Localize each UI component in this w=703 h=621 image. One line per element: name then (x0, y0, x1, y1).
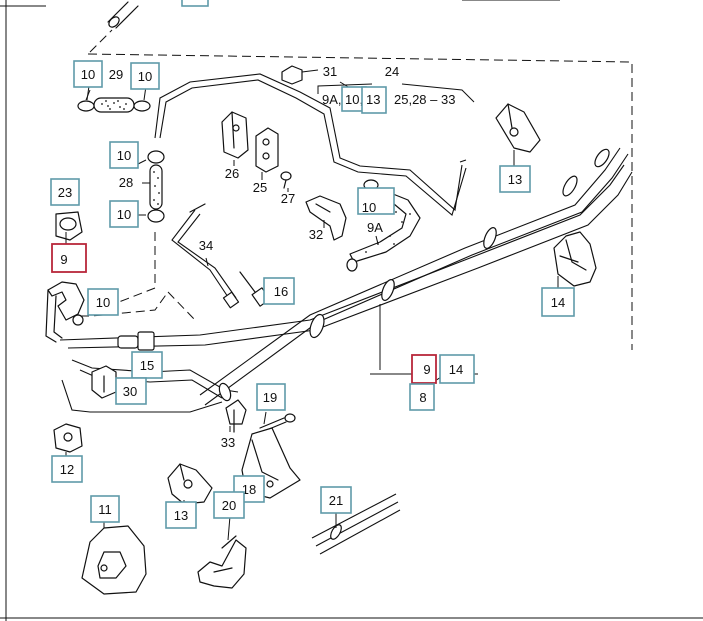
callout-10a: 10 (73, 60, 103, 88)
callout-18: 18 (233, 475, 265, 503)
svg-text:10: 10 (138, 69, 152, 84)
svg-text:9: 9 (423, 362, 430, 377)
label-25: 25 (253, 180, 267, 195)
svg-text:20: 20 (222, 498, 236, 513)
svg-text:14: 14 (551, 295, 565, 310)
svg-text:19: 19 (263, 390, 277, 405)
svg-text:13: 13 (366, 92, 380, 107)
pipe-bundle (59, 147, 633, 413)
label-27: 27 (281, 191, 295, 206)
callout-23: 23 (50, 178, 80, 206)
callout-9-highlight-2: 9 (411, 354, 437, 384)
svg-text:23: 23 (58, 185, 72, 200)
svg-text:10: 10 (81, 67, 95, 82)
label-32: 32 (309, 227, 323, 242)
label-31: 31 (323, 64, 337, 79)
callout-12: 12 (51, 455, 83, 483)
ref-9a: 9A, (322, 92, 342, 107)
top-hose-fragment (107, 1, 139, 29)
label-33: 33 (221, 435, 235, 450)
part-13-upper-clip (495, 103, 541, 153)
svg-text:10: 10 (362, 200, 376, 215)
svg-text:18: 18 (242, 482, 256, 497)
callout-21: 21 (320, 486, 352, 514)
label-28: 28 (119, 175, 133, 190)
callout-10c: 10 (109, 141, 139, 169)
svg-text:8: 8 (419, 390, 426, 405)
part-30-clip (91, 365, 117, 399)
callout-20: 20 (213, 491, 245, 519)
part-23-clamp (55, 211, 83, 241)
part-28-hose (147, 150, 165, 223)
svg-text:11: 11 (98, 502, 112, 517)
callout-14b: 14 (439, 354, 475, 384)
svg-text:10,: 10, (345, 92, 363, 107)
callout-10f: 10 (87, 288, 119, 316)
callouts: 10 29 10 31 24 9A, 10, 13 25,28 – 33 10 … (50, 60, 575, 529)
brackets-26-25-27-31 (221, 65, 319, 189)
upper-pipe (154, 73, 467, 216)
svg-text:13: 13 (174, 508, 188, 523)
callout-8: 8 (409, 383, 435, 411)
part-32-bracket (305, 195, 347, 241)
label-26: 26 (225, 166, 239, 181)
svg-text:13: 13 (508, 172, 522, 187)
label-29: 29 (109, 67, 123, 82)
part-9-hose-left (45, 281, 85, 343)
svg-text:10: 10 (117, 207, 131, 222)
callout-30: 30 (115, 377, 147, 405)
part-11-cover (81, 525, 147, 595)
part-20-clip (197, 535, 247, 589)
callout-16: 16 (263, 277, 295, 305)
callout-14a: 14 (541, 287, 575, 317)
svg-text:21: 21 (329, 493, 343, 508)
svg-text:10: 10 (96, 295, 110, 310)
part-19-screw (259, 413, 296, 433)
callout-13b: 13 (165, 501, 197, 529)
label-34: 34 (199, 238, 213, 253)
callout-10e: 10 (357, 187, 395, 215)
ref-25-33: 25,28 – 33 (394, 92, 455, 107)
part-33-clip (225, 399, 247, 433)
part-14-clip (553, 231, 597, 287)
callout-11: 11 (90, 495, 120, 523)
callout-9-highlight: 9 (51, 243, 87, 273)
svg-text:10: 10 (117, 148, 131, 163)
label-24: 24 (385, 64, 399, 79)
svg-text:15: 15 (140, 358, 154, 373)
part-21-pipes (311, 493, 401, 555)
callout-10b: 10 (130, 62, 160, 90)
label-9a: 9A (367, 220, 383, 235)
pipe-34 (171, 203, 240, 309)
part-29-hose (77, 85, 151, 113)
svg-text:12: 12 (60, 462, 74, 477)
callout-13a: 13 (499, 165, 531, 193)
svg-text:9: 9 (60, 252, 67, 267)
callout-19: 19 (256, 383, 286, 411)
callout-ref-13: 13 (361, 86, 387, 114)
svg-text:14: 14 (449, 362, 463, 377)
svg-text:30: 30 (123, 384, 137, 399)
part-12-clip (53, 423, 83, 458)
svg-text:16: 16 (274, 284, 288, 299)
callout-15: 15 (131, 351, 163, 379)
part-15-fitting (117, 331, 155, 358)
part-13-lower-clip (167, 463, 213, 505)
callout-10d: 10 (109, 200, 139, 228)
